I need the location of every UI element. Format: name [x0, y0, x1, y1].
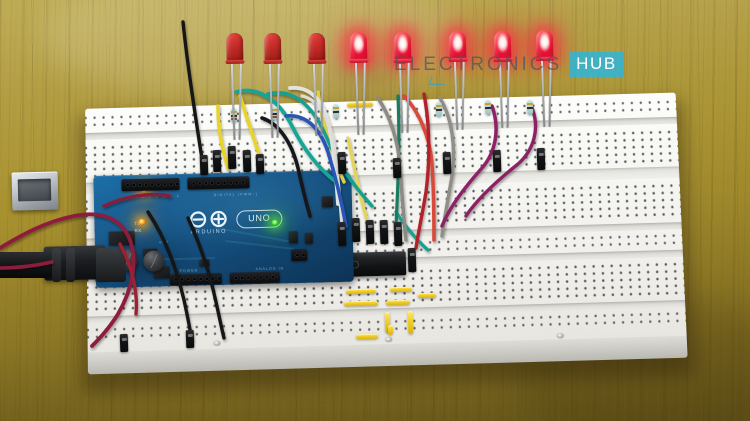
dupont-connector	[337, 221, 347, 247]
header-slots	[189, 178, 248, 188]
digital-pin-header-2	[187, 176, 250, 190]
yellow-jumper-link	[389, 286, 413, 292]
resistor	[332, 103, 340, 120]
header-slots	[293, 250, 306, 260]
dupont-connector	[227, 145, 237, 170]
dupont-connector	[119, 333, 129, 353]
arduino-wordmark: ARDUINO	[190, 228, 228, 236]
yellow-jumper-link	[345, 288, 377, 294]
dupont-connector	[407, 247, 417, 273]
digital-pin-header-1	[121, 177, 180, 192]
watermark-badge: HUB	[569, 52, 624, 77]
power-label: POWER	[179, 268, 199, 273]
led-flange	[263, 59, 283, 65]
led-lens	[452, 38, 464, 53]
resistor-band	[332, 110, 340, 113]
led-lens	[539, 37, 551, 52]
yellow-jumper-link	[385, 299, 411, 305]
power-pin-header	[169, 272, 222, 286]
arduino-infinity-logo	[189, 210, 227, 228]
shift-register-ic	[347, 251, 407, 277]
smd-component	[304, 232, 313, 244]
power-plug-ring	[66, 248, 75, 282]
power-cable	[0, 252, 52, 278]
resistor-band	[484, 106, 492, 109]
resistor-band	[332, 106, 339, 110]
resistor	[484, 99, 492, 116]
breadboard-screw	[385, 336, 393, 343]
resistor-band	[484, 102, 491, 106]
analog-label: ANALOG IN	[255, 266, 285, 272]
dupont-connector	[365, 219, 375, 245]
resistor-band	[526, 106, 534, 109]
resistor	[526, 99, 534, 116]
breadboard-screw	[213, 340, 221, 346]
dupont-connector	[199, 154, 209, 176]
watermark-check-icon	[428, 76, 448, 85]
led-flange	[307, 59, 327, 65]
atmega-microcontroller	[108, 231, 135, 246]
led-lens	[497, 38, 509, 53]
yellow-jumper-link	[388, 325, 393, 335]
yellow-jumper-link	[417, 292, 437, 298]
breadboard-screw	[556, 333, 564, 339]
dupont-connector	[212, 149, 222, 173]
header-slots	[171, 274, 220, 284]
watermark: ELECTRONICS HUB	[394, 52, 624, 85]
arduino-uno-board: ARDUINO UNO L L L L L L L L DIGITAL (PWM…	[93, 169, 354, 288]
dupont-connector	[492, 149, 502, 173]
yellow-jumper-link	[407, 310, 414, 335]
resistor-band	[435, 108, 443, 111]
analog-pin-header	[229, 271, 280, 284]
header-slots	[123, 179, 178, 190]
dupont-connector	[379, 219, 389, 245]
resistor-band	[435, 104, 442, 108]
icsp-header	[291, 248, 308, 262]
yellow-jumper-link	[355, 333, 379, 339]
dupont-connector	[536, 147, 546, 171]
led-lens	[353, 39, 365, 54]
dupont-connector	[351, 217, 361, 243]
power-plug-ring	[96, 248, 126, 282]
icsp-label: ICSP	[158, 240, 169, 245]
header-slots	[231, 273, 278, 282]
usb-port-cavity	[17, 178, 52, 202]
dupont-connector	[442, 151, 452, 175]
dupont-connector	[393, 221, 403, 247]
watermark-text: ELECTRONICS	[394, 53, 563, 75]
smd-component	[199, 259, 210, 267]
yellow-jumper-link	[343, 300, 379, 307]
usb-b-port	[11, 171, 59, 211]
dupont-connector	[185, 329, 195, 349]
smd-component	[288, 231, 298, 244]
led-flange	[225, 59, 245, 65]
reset-button	[321, 196, 334, 208]
dupont-connector	[255, 153, 265, 175]
led-flange	[349, 58, 369, 64]
arduino-pcb: ARDUINO UNO L L L L L L L L DIGITAL (PWM…	[93, 169, 354, 288]
dupont-connector	[337, 151, 347, 175]
dupont-connector	[242, 149, 252, 173]
rx-label: RX	[134, 227, 142, 234]
resistor-lying-flat	[346, 101, 374, 108]
dupont-connector	[392, 157, 402, 179]
resistor-band	[526, 102, 533, 106]
power-plug-ring	[52, 248, 61, 282]
resistor	[435, 101, 443, 118]
